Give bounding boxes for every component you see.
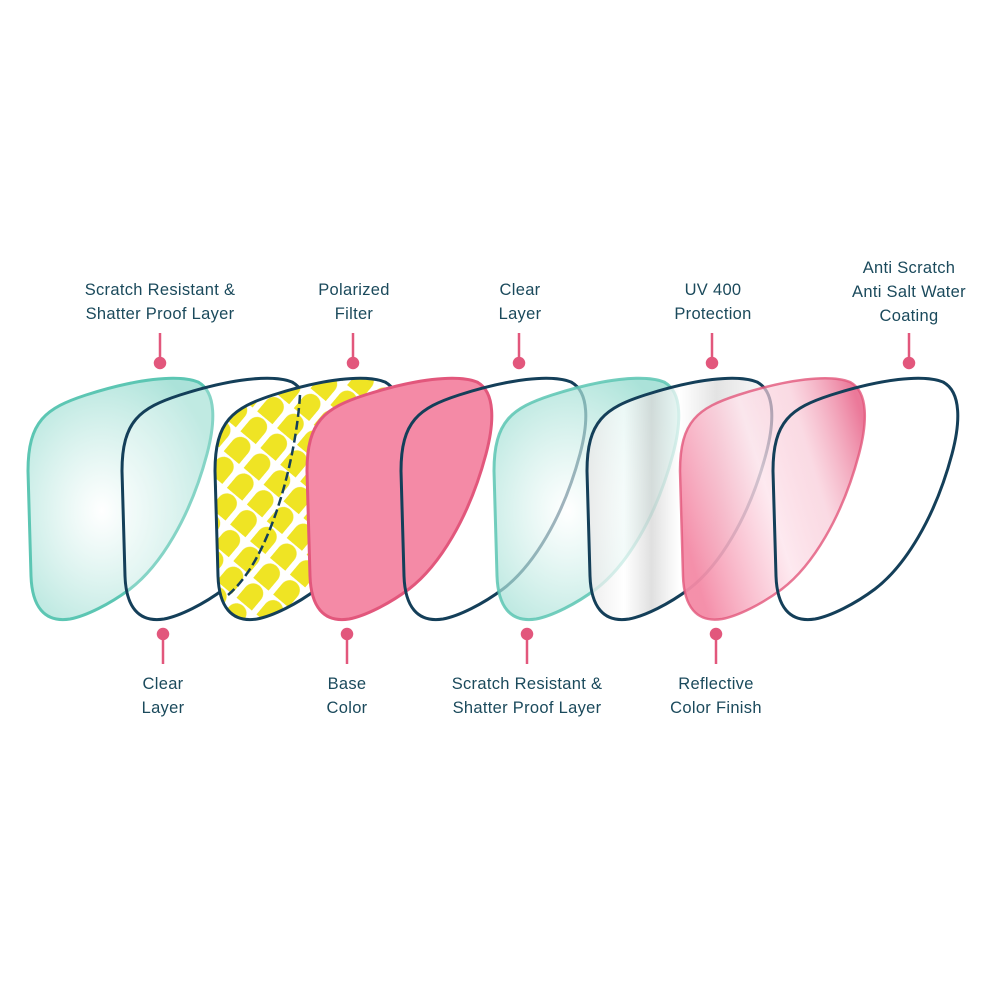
label-line: Anti Salt Water <box>852 283 966 301</box>
label-line: Filter <box>334 305 374 323</box>
label-line: Color Finish <box>670 699 762 717</box>
label-line: Clear <box>142 675 184 693</box>
label-line: Coating <box>879 307 939 325</box>
label-line: Clear <box>499 281 541 299</box>
label-line: Base <box>327 675 367 693</box>
bottom-pins <box>156 627 723 664</box>
lens-base-color <box>305 376 494 622</box>
label-line: Layer <box>141 699 185 717</box>
label-line: Reflective <box>678 675 754 693</box>
label-line: Layer <box>498 305 542 323</box>
label-line: UV 400 <box>684 281 742 299</box>
label-line: Polarized <box>318 281 390 299</box>
label-line: Shatter Proof Layer <box>452 699 602 717</box>
lens-polarized-filter <box>213 376 402 622</box>
label-line: Anti Scratch <box>862 259 956 277</box>
label-line: Color <box>326 699 368 717</box>
label-scratch-resistant-bottom: Scratch Resistant & Shatter Proof Layer <box>417 672 637 720</box>
top-pins <box>153 333 916 370</box>
label-scratch-resistant-top: Scratch Resistant & Shatter Proof Layer <box>50 278 270 326</box>
label-line: Shatter Proof Layer <box>85 305 235 323</box>
label-line: Scratch Resistant & <box>84 281 236 299</box>
label-line: Scratch Resistant & <box>451 675 603 693</box>
label-line: Protection <box>674 305 752 323</box>
